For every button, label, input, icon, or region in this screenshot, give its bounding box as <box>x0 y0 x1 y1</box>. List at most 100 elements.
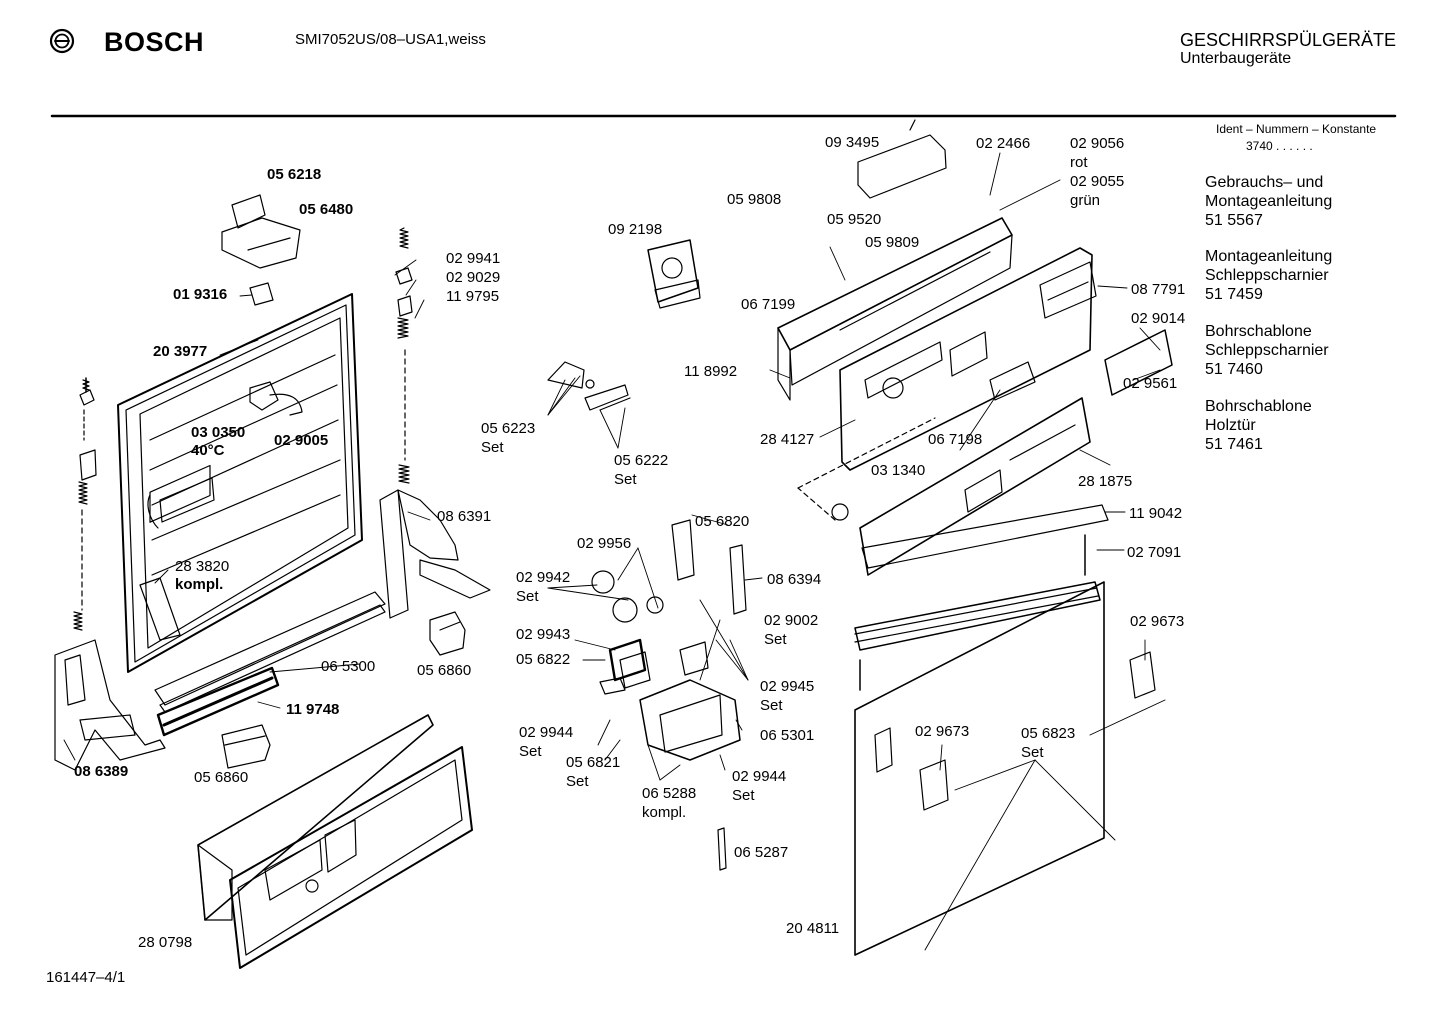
part-label: grün <box>1070 192 1101 209</box>
part-label: 11 9748 <box>286 701 340 718</box>
part-label: 02 9055 <box>1070 173 1125 190</box>
document-line: Bohrschablone <box>1205 323 1312 340</box>
part-label: 28 0798 <box>138 934 193 951</box>
part-label: 05 6222 <box>614 452 669 469</box>
document-line: Gebrauchs– und <box>1205 174 1324 191</box>
model-number: SMI7052US/08–USA1,weiss <box>295 31 486 48</box>
part-label: Set <box>519 743 542 760</box>
part-label: 02 9002 <box>764 612 819 629</box>
part-label: 28 1875 <box>1078 473 1133 490</box>
part-label: 02 9956 <box>577 535 632 552</box>
document-3: Bohrschablone Schleppscharnier 51 7460 <box>1205 322 1329 379</box>
part-label: 03 1340 <box>871 462 926 479</box>
part-label: 06 7198 <box>928 431 983 448</box>
part-label: 02 9944 <box>519 724 574 741</box>
connector-block <box>858 120 946 198</box>
fascia-panel <box>840 248 1092 470</box>
part-label: 05 9808 <box>727 191 782 208</box>
part-label: 02 9056 <box>1070 135 1125 152</box>
part-label: 08 6391 <box>437 508 492 525</box>
document-1: Gebrauchs– und Montageanleitung 51 5567 <box>1205 173 1332 230</box>
pin-part <box>718 828 726 870</box>
part-label: 08 6389 <box>74 763 129 780</box>
hinge-bracket-right <box>920 652 1155 810</box>
cam-disc-set <box>548 362 630 410</box>
part-label: 05 6820 <box>695 513 750 530</box>
document-4: Bohrschablone Holztür 51 7461 <box>1205 397 1312 454</box>
inner-door-frame <box>118 294 362 672</box>
part-label: 02 9561 <box>1123 375 1178 392</box>
part-label: 02 2466 <box>976 135 1031 152</box>
part-label: 02 9029 <box>446 269 501 286</box>
control-panel-frame <box>778 218 1012 400</box>
part-label: 06 5301 <box>760 727 815 744</box>
part-label: rot <box>1070 154 1088 171</box>
part-label: Set <box>1021 744 1044 761</box>
button-part <box>990 362 1035 400</box>
part-label: 05 6218 <box>267 166 322 183</box>
part-label: 06 7199 <box>741 296 796 313</box>
part-label: 02 9005 <box>274 432 329 449</box>
part-label: Set <box>566 773 589 790</box>
display-panel <box>860 398 1090 575</box>
part-label: 02 9014 <box>1131 310 1186 327</box>
part-label: 02 9942 <box>516 569 571 586</box>
part-label: 11 8992 <box>684 363 738 380</box>
part-label: 28 3820 <box>175 558 230 575</box>
part-label: 02 9673 <box>1130 613 1185 630</box>
ident-value: 3740 . . . . . . <box>1246 139 1313 153</box>
document-line: Montageanleitung <box>1205 193 1333 210</box>
part-label: Set <box>481 439 504 456</box>
category-subtitle: Unterbaugeräte <box>1180 50 1292 67</box>
selector-block-2 <box>1105 330 1172 395</box>
part-label: Set <box>614 471 637 488</box>
part-label: 03 0350 <box>191 424 246 441</box>
part-label: 05 6860 <box>417 662 472 679</box>
part-label: 08 6394 <box>767 571 822 588</box>
latch-lever <box>672 520 746 614</box>
insulation-block-1 <box>430 612 465 655</box>
front-strip <box>862 505 1108 568</box>
part-label: 06 5288 <box>642 785 697 802</box>
knob-part <box>832 504 848 520</box>
document-line: Holztür <box>1205 417 1256 434</box>
gasket-strip <box>140 578 180 640</box>
part-label: 02 9945 <box>760 678 815 695</box>
top-bracket <box>222 195 300 268</box>
part-label: 40°C <box>191 442 225 459</box>
document-line: 51 7461 <box>1205 436 1263 453</box>
thermostat-part <box>250 382 302 415</box>
outer-door-panel <box>198 715 472 968</box>
part-label: 09 2198 <box>608 221 663 238</box>
part-label: 06 5287 <box>734 844 789 861</box>
document-2: Montageanleitung Schleppscharnier 51 745… <box>1205 247 1332 304</box>
bottom-trim <box>155 592 385 735</box>
document-line: Bohrschablone <box>1205 398 1312 415</box>
drawing-number: 161447–4/1 <box>46 969 126 986</box>
part-label: 05 6823 <box>1021 725 1076 742</box>
part-label: 11 9795 <box>446 288 500 305</box>
part-label: 11 9042 <box>1129 505 1183 522</box>
leader-lines <box>64 153 1165 950</box>
document-line: Schleppscharnier <box>1205 267 1329 284</box>
part-label: 28 4127 <box>760 431 815 448</box>
insulation-block-2 <box>222 725 270 768</box>
right-spring-assembly <box>396 228 412 483</box>
part-label: 08 7791 <box>1131 281 1186 298</box>
ident-title: Ident – Nummern – Konstante <box>1216 122 1377 136</box>
part-label: 05 6822 <box>516 651 571 668</box>
hinge-left <box>55 640 165 770</box>
bosch-logo-icon <box>51 30 73 52</box>
category-title: GESCHIRRSPÜLGERÄTE <box>1180 30 1397 50</box>
part-label: 05 6860 <box>194 769 249 786</box>
document-line: Schleppscharnier <box>1205 342 1329 359</box>
document-line: 51 7459 <box>1205 286 1263 303</box>
part-label: 20 3977 <box>153 343 208 360</box>
part-label: kompl. <box>642 804 687 821</box>
timer-part <box>648 240 700 308</box>
part-label: 05 9520 <box>827 211 882 228</box>
part-label: 02 9673 <box>915 723 970 740</box>
part-label: Set <box>764 631 787 648</box>
part-label: Set <box>516 588 539 605</box>
